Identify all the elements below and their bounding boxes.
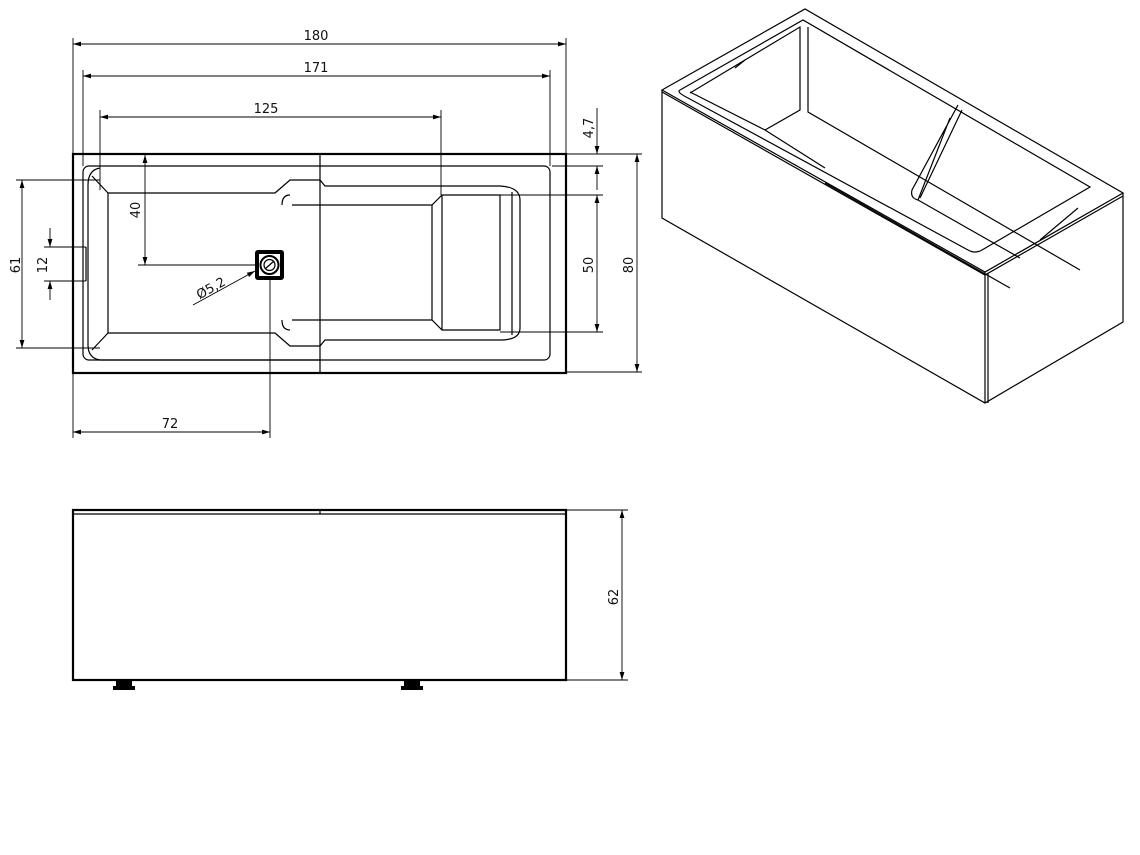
basin-floor-outer [107,179,521,347]
dim-72: 72 [162,417,179,432]
side-view: 62 [71,508,628,690]
side-panel [71,508,568,682]
basin-left [87,167,320,361]
dim-4-7: 4,7 [582,118,597,139]
dim-drain-diameter: Ø5,2 [194,275,228,303]
isometric-view [660,8,1125,404]
foot-left [113,680,135,690]
basin-corners [91,175,109,351]
top-view-dimensions: 180 171 125 4,7 50 80 40 61 12 Ø5,2 72 [9,29,642,438]
dim-40: 40 [129,202,144,219]
iso-rim-inner [678,19,1092,253]
dim-125: 125 [254,102,279,117]
dim-12: 12 [36,257,51,274]
foot-right [401,680,423,690]
basin-step [281,194,291,331]
top-view [71,152,568,375]
dim-80: 80 [622,257,637,274]
seat-inner [292,194,501,331]
dim-50: 50 [582,257,597,274]
dim-171: 171 [304,61,329,76]
seat-edges [431,192,513,335]
dim-180: 180 [304,29,329,44]
drain-icon [255,250,284,280]
dim-61: 61 [9,257,24,274]
iso-box [661,90,1124,404]
iso-top [660,8,1125,273]
dim-62: 62 [607,589,622,606]
